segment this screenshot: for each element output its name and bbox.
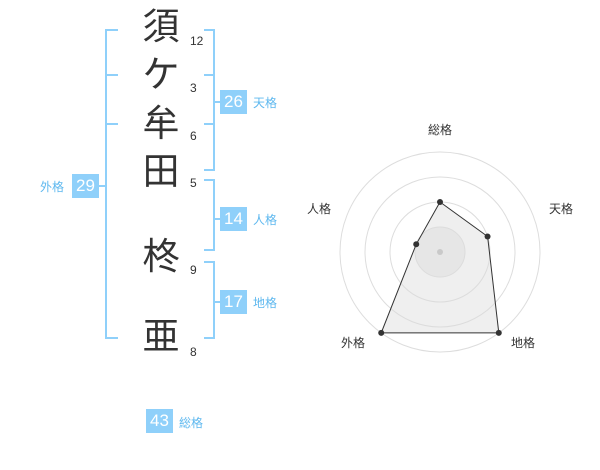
radar-label-tenkaku: 天格 bbox=[549, 202, 574, 216]
stroke-count-5: 9 bbox=[190, 263, 197, 277]
radar-label-jinkaku: 人格 bbox=[307, 202, 332, 216]
radar-center-point bbox=[437, 249, 443, 255]
stroke-count-1: 12 bbox=[190, 34, 204, 48]
name-char-5: 柊 bbox=[142, 235, 180, 278]
stroke-count-2: 3 bbox=[190, 81, 197, 95]
stroke-count-3: 6 bbox=[190, 129, 197, 143]
name-char-3: 牟 bbox=[142, 102, 180, 145]
tenkaku-label: 天格 bbox=[253, 96, 278, 110]
radar-label-gaikaku: 外格 bbox=[341, 336, 366, 350]
radar-label-chikaku: 地格 bbox=[511, 336, 536, 350]
stroke-count-6: 8 bbox=[190, 345, 197, 359]
gaikaku-label: 外格 bbox=[40, 180, 65, 194]
jinkaku-value-box: 14 bbox=[220, 207, 247, 231]
name-char-4: 田 bbox=[142, 150, 180, 193]
radar-point-gaikaku bbox=[378, 329, 385, 336]
chikaku-value-box: 17 bbox=[220, 290, 247, 314]
tenkaku-value-box: 26 bbox=[220, 90, 247, 114]
radar-point-chikaku bbox=[495, 329, 502, 336]
radar-points bbox=[378, 199, 502, 336]
name-char-2: ケ bbox=[142, 53, 180, 96]
radar-label-soukaku: 総格 bbox=[428, 123, 453, 137]
jinkaku-label: 人格 bbox=[253, 213, 278, 227]
radar-point-tenkaku bbox=[484, 233, 491, 240]
stroke-count-4: 5 bbox=[190, 176, 197, 190]
radar-grid bbox=[339, 151, 541, 353]
chikaku-label: 地格 bbox=[253, 296, 278, 310]
soukaku-value-box: 43 bbox=[146, 409, 173, 433]
radar-point-jinkaku bbox=[413, 241, 420, 248]
radar-point-soukaku bbox=[437, 199, 443, 205]
gaikaku-value-box: 29 bbox=[72, 174, 99, 198]
soukaku-label: 総格 bbox=[179, 416, 204, 430]
name-char-1: 須 bbox=[142, 5, 180, 48]
fortune-radar-chart bbox=[339, 151, 541, 353]
radar-value-polygon bbox=[380, 201, 500, 334]
name-char-6: 亜 bbox=[142, 315, 180, 358]
